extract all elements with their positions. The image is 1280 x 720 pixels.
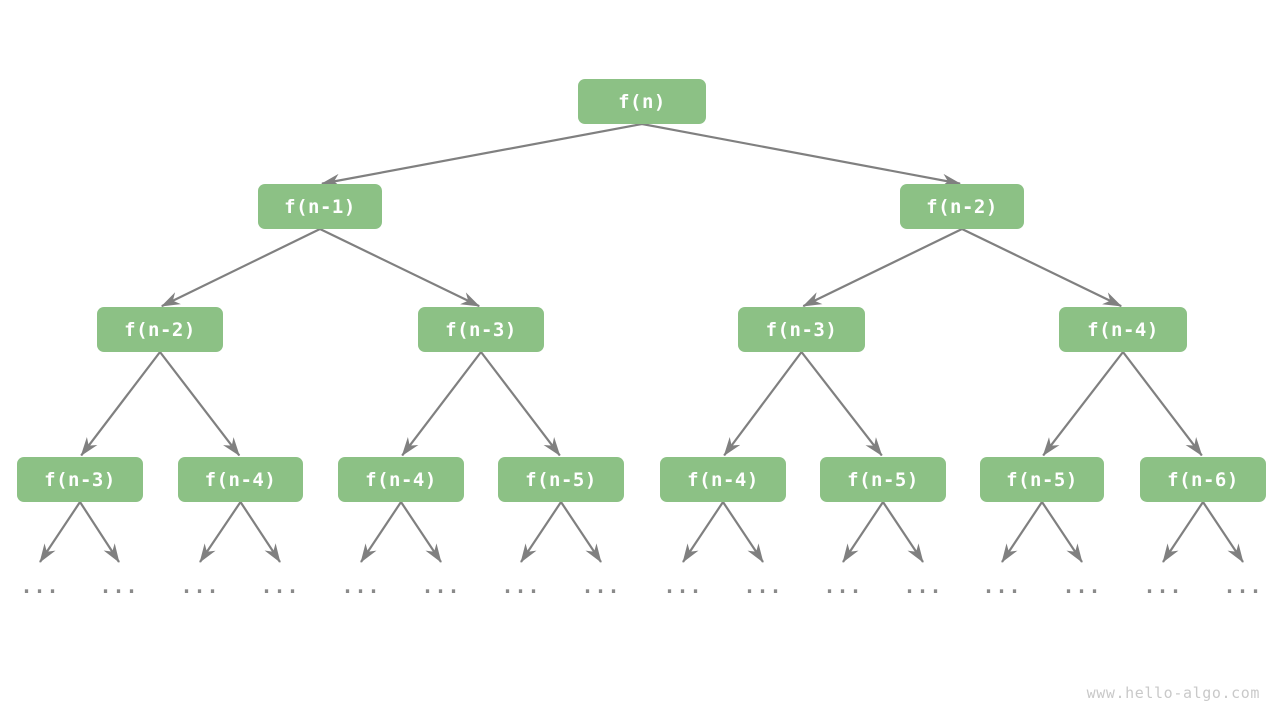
tree-node-label: f(n-4)	[687, 468, 759, 491]
ellipsis-marker: ...	[663, 574, 703, 598]
tree-node-label: f(n-5)	[1006, 468, 1078, 491]
tree-node-label: f(n-2)	[926, 195, 998, 218]
ellipsis-marker: ...	[743, 574, 783, 598]
tree-stub-edge	[1162, 501, 1204, 563]
tree-node-label: f(n-3)	[44, 468, 116, 491]
ellipsis-marker: ...	[341, 574, 381, 598]
tree-stub-edge	[842, 501, 884, 563]
tree-node-l3n1: f(n-4)	[178, 457, 303, 502]
ellipsis-marker: ...	[982, 574, 1022, 598]
tree-edge	[641, 122, 961, 187]
tree-edge	[161, 228, 321, 308]
tree-stub-edge	[882, 501, 924, 563]
ellipsis-marker: ...	[823, 574, 863, 598]
tree-node-l2n2: f(n-3)	[738, 307, 865, 352]
ellipsis-marker: ...	[421, 574, 461, 598]
tree-node-l2n1: f(n-3)	[418, 307, 544, 352]
tree-stub-edge	[1041, 501, 1083, 563]
tree-node-l3n3: f(n-5)	[498, 457, 624, 502]
tree-node-label: f(n-1)	[284, 195, 356, 218]
tree-edge	[800, 351, 883, 457]
tree-edge	[480, 351, 561, 457]
tree-edge	[319, 228, 480, 308]
tree-node-l2n3: f(n-4)	[1059, 307, 1187, 352]
tree-stub-edges	[39, 501, 1244, 563]
ellipsis-marker: ...	[260, 574, 300, 598]
ellipsis-marker: ...	[501, 574, 541, 598]
tree-edge	[723, 351, 803, 457]
tree-stub-edge	[79, 501, 120, 563]
tree-node-l1n0: f(n-1)	[258, 184, 382, 229]
tree-edge	[321, 122, 643, 187]
ellipsis-marker: ...	[1143, 574, 1183, 598]
tree-node-l3n5: f(n-5)	[820, 457, 946, 502]
ellipsis-marker: ...	[180, 574, 220, 598]
ellipsis-marker: ...	[20, 574, 60, 598]
tree-node-l3n2: f(n-4)	[338, 457, 464, 502]
tree-stub-edge	[39, 501, 81, 563]
tree-node-label: f(n-4)	[1087, 318, 1159, 341]
tree-stub-edge	[199, 501, 242, 563]
tree-node-label: f(n-4)	[365, 468, 437, 491]
tree-edge	[1042, 351, 1124, 457]
tree-node-label: f(n-4)	[204, 468, 277, 491]
tree-node-label: f(n-6)	[1167, 468, 1239, 491]
tree-node-label: f(n-5)	[847, 468, 919, 491]
tree-node-l1n1: f(n-2)	[900, 184, 1024, 229]
ellipsis-marker: ...	[99, 574, 139, 598]
tree-edges	[80, 122, 1203, 457]
tree-stub-edge	[400, 501, 442, 563]
tree-node-l3n4: f(n-4)	[660, 457, 786, 502]
tree-stub-edge	[360, 501, 402, 563]
tree-stub-edge	[560, 501, 602, 563]
tree-stub-edge	[239, 501, 281, 563]
ellipsis-marker: ...	[1062, 574, 1102, 598]
tree-edge	[802, 228, 963, 308]
watermark: www.hello-algo.com	[1086, 684, 1260, 702]
tree-node-l2n0: f(n-2)	[97, 307, 223, 352]
tree-edge	[80, 351, 161, 457]
ellipsis-marker: ...	[903, 574, 943, 598]
tree-edge	[961, 228, 1122, 308]
tree-edge	[401, 351, 482, 457]
tree-edge	[1122, 351, 1203, 457]
tree-stub-edge	[682, 501, 724, 563]
tree-node-label: f(n)	[618, 90, 666, 113]
tree-node-label: f(n-3)	[445, 318, 517, 341]
tree-node-l3n7: f(n-6)	[1140, 457, 1266, 502]
tree-node-label: f(n-3)	[765, 318, 838, 341]
tree-node-l0n0: f(n)	[578, 79, 706, 124]
tree-node-l3n6: f(n-5)	[980, 457, 1104, 502]
tree-node-label: f(n-2)	[124, 318, 196, 341]
ellipsis-marker: ...	[581, 574, 621, 598]
tree-stub-edge	[722, 501, 764, 563]
tree-node-l3n0: f(n-3)	[17, 457, 143, 502]
tree-stub-edge	[1001, 501, 1043, 563]
tree-stub-edge	[520, 501, 562, 563]
tree-node-label: f(n-5)	[525, 468, 597, 491]
tree-stub-edge	[1202, 501, 1244, 563]
tree-edge	[159, 351, 241, 457]
ellipsis-marker: ...	[1223, 574, 1263, 598]
